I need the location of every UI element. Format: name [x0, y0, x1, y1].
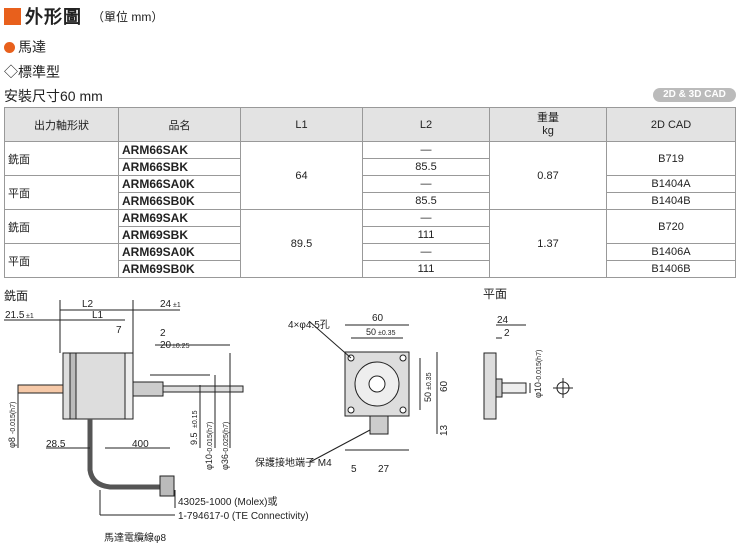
section-header: 外形圖 （單位 mm）	[4, 5, 163, 27]
tol-50-width: ±0.35	[378, 330, 396, 337]
table-row: 平面 ARM69SA0K — B1406A	[4, 243, 736, 278]
model-cell: ARM66SAK	[118, 141, 241, 159]
flat-label: 平面	[483, 287, 508, 301]
model-cell: ARM66SA0K	[118, 175, 241, 193]
table-row: 銑面 ARM66SAK 64 — 0.87 B719	[4, 141, 736, 210]
shaft-cell: 銑面	[4, 209, 119, 244]
dim-20: 20	[160, 340, 172, 351]
motor-shaft	[17, 384, 64, 394]
cable-label: 馬達電纜線φ8	[104, 531, 166, 544]
mount-label: 安裝尺寸60 mm	[4, 88, 103, 104]
dim-21-5: 21.5	[5, 310, 25, 321]
tol-phi36: -0.025(h7)	[223, 422, 230, 454]
table-header-row: 出力軸形狀 品名 L1 L2 重量 kg 2D CAD	[4, 107, 736, 142]
dim-phi36: φ36	[220, 454, 230, 470]
tol-phi8: -0.015(h7)	[10, 402, 17, 434]
dim-50-height: 50	[423, 392, 433, 402]
l1-cell: 64	[240, 141, 363, 210]
flat-shaft-view	[483, 324, 573, 420]
dim-50-width: 50	[366, 327, 376, 337]
motor-label: 馬達	[18, 39, 46, 55]
dim-24: 24	[160, 299, 172, 310]
page-title: 外形圖	[25, 7, 82, 27]
col-header: 出力軸形狀	[4, 107, 119, 142]
l2-cell: 111	[362, 260, 490, 278]
table-row: ARM69SBK 111	[5, 226, 736, 244]
table-row: ARM69SB0K 111 B1406B	[5, 260, 736, 278]
table-row: ARM66SB0K 85.5 B1404B	[5, 192, 736, 210]
table-row: 銑面 ARM69SAK 89.5 — 1.37 B720	[4, 209, 736, 278]
dim-60-height: 60	[439, 380, 450, 392]
cad-link[interactable]: B720	[606, 209, 736, 244]
dim-13: 13	[439, 424, 450, 436]
tol-phi10: -0.015(h7)	[207, 422, 214, 454]
spec-table: 出力軸形狀 品名 L1 L2 重量 kg 2D CAD 銑面 ARM66SAK …	[4, 107, 736, 278]
col-header: 2D CAD	[606, 107, 736, 142]
connector-line1: 43025-1000 (Molex)或	[178, 496, 278, 508]
dim-9-5: 9.5	[189, 432, 199, 445]
milled-label: 銑面	[4, 289, 29, 303]
dim-27: 27	[378, 464, 390, 475]
tol-9-5: ±0.15	[192, 410, 199, 428]
flat-dim-2: 2	[504, 328, 510, 339]
ground-terminal-label: 保護接地端子 M4	[255, 456, 332, 469]
tol-24: ±1	[173, 302, 181, 309]
orange-dot-icon	[4, 41, 15, 53]
weight-cell: 1.37	[489, 209, 607, 278]
dim-60-width: 60	[372, 313, 384, 324]
motor-subtitle: 馬達	[4, 37, 46, 57]
model-cell: ARM69SAK	[118, 209, 241, 227]
dim-400: 400	[132, 439, 149, 450]
shaft-cell: 銑面	[4, 141, 119, 176]
tol-20: ±0.25	[172, 343, 190, 350]
dim-phi8: φ8	[7, 437, 17, 448]
dim-2: 2	[160, 328, 166, 339]
cad-link[interactable]: B1406B	[606, 260, 736, 278]
dim-l2: L2	[82, 299, 94, 310]
model-cell: ARM66SBK	[118, 158, 241, 176]
dim-phi10: φ10	[204, 454, 214, 470]
cad-link[interactable]: B1404A	[606, 175, 736, 193]
table-row: ARM66SBK 85.5	[5, 158, 736, 176]
flat-tol-phi10: -0.015(h7)	[536, 350, 543, 382]
connector-line2: 1-794617-0 (TE Connectivity)	[178, 511, 309, 522]
cad-badge[interactable]: 2D & 3D CAD	[653, 88, 736, 102]
dim-7: 7	[116, 325, 122, 336]
front-view	[309, 321, 438, 463]
model-cell: ARM69SB0K	[118, 260, 241, 278]
model-cell: ARM69SA0K	[118, 243, 241, 261]
col-header: 重量 kg	[489, 107, 607, 142]
dim-l1: L1	[92, 310, 104, 321]
col-header: L1	[240, 107, 363, 142]
dim-28-5: 28.5	[46, 439, 66, 450]
unit-label: （單位 mm）	[92, 9, 164, 24]
l1-cell: 89.5	[240, 209, 363, 278]
tol-50-height: ±0.35	[426, 372, 433, 390]
flat-dim-24: 24	[497, 315, 509, 326]
type-label: ◇標準型	[4, 64, 60, 80]
tol-21-5: ±1	[26, 313, 34, 320]
shaft-cell: 平面	[4, 243, 119, 278]
side-view	[4, 300, 244, 516]
dim-5: 5	[351, 464, 357, 475]
hole-label: 4×φ4.5孔	[288, 319, 330, 331]
model-cell: ARM66SB0K	[118, 192, 241, 210]
col-header: L2	[362, 107, 490, 142]
col-header: 品名	[118, 107, 241, 142]
orange-square-icon	[4, 7, 21, 25]
flat-dim-phi10: φ10	[533, 382, 543, 398]
